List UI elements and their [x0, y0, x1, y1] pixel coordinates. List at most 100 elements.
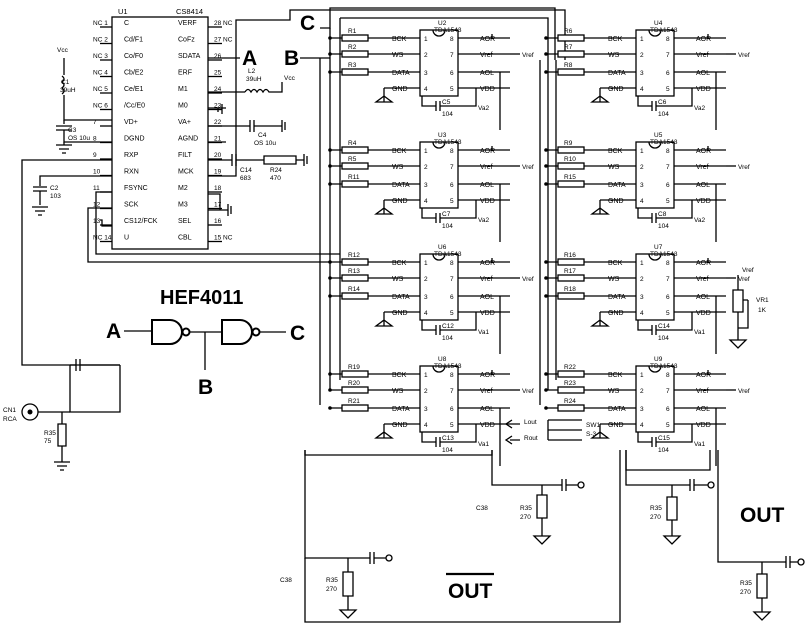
dac-pin-number: 8: [450, 36, 454, 43]
sw-label-r: Rout: [524, 435, 538, 442]
dac-ref: U9: [654, 356, 663, 363]
dac-pin-number: 7: [450, 388, 454, 395]
resistor-ref: R5: [348, 156, 357, 163]
dac-pin-number: 1: [640, 372, 644, 379]
dac-pin-name: DATA: [608, 182, 626, 189]
dac-pin-name: DATA: [392, 294, 410, 301]
ground-icon: [590, 200, 610, 215]
u1-pin-name: VD+: [124, 119, 138, 126]
label-b-gate: B: [198, 376, 213, 399]
u1-pin-number: NC 5: [93, 86, 108, 93]
dac-ref: U5: [654, 132, 663, 139]
vref-label: Vref: [522, 164, 534, 171]
dac-pin-name: Vref: [696, 276, 709, 283]
u1-pin-number: 21: [214, 136, 222, 143]
junction-dot: [328, 36, 332, 40]
dac-pin-number: 6: [666, 70, 670, 77]
resistor-ref: R18: [564, 286, 576, 293]
dac-input-resistor: [341, 370, 369, 378]
junction-dot: [328, 276, 332, 280]
u1-pin-number: 27 NC: [214, 37, 233, 44]
dac-pin-number: 6: [666, 182, 670, 189]
u1-pin-number: 7: [93, 119, 97, 126]
dac-pin-name: AOL: [696, 182, 710, 189]
u1-body: [111, 16, 209, 250]
dac-input-resistor: [557, 146, 585, 154]
supply-label: Va2: [694, 105, 705, 112]
dac-pin-number: 4: [424, 310, 428, 317]
supply-label: Va1: [694, 441, 705, 448]
u1-pin-number: 13: [93, 218, 101, 225]
dac-pin-number: 6: [666, 406, 670, 413]
dac-ref: U8: [438, 356, 447, 363]
dac-pin-number: 5: [450, 198, 454, 205]
label-c-gate: C: [290, 322, 305, 345]
dac-pin-number: 1: [640, 260, 644, 267]
u1-pin-number: 11: [93, 185, 100, 192]
r35b-value: 270: [326, 586, 337, 593]
c-network-3: [625, 450, 708, 491]
junction-dot: [544, 372, 548, 376]
cap-ref: C12: [442, 323, 454, 330]
dac-pin-name: DATA: [392, 182, 410, 189]
dac-pin-name: GND: [608, 198, 624, 205]
dac-input-resistor: [341, 274, 369, 282]
dac-pin-number: 1: [640, 148, 644, 155]
nand-bubble-1: [181, 327, 191, 337]
resistor-ref: R22: [564, 364, 576, 371]
out-terminal-3: [707, 481, 715, 489]
dac-pin-number: 1: [424, 36, 428, 43]
c2-ref: C2: [50, 185, 59, 192]
junction-dot: [544, 294, 548, 298]
dac-decoupling-cap: [637, 200, 693, 223]
resistor-ref: R15: [564, 174, 576, 181]
dac-body: [635, 253, 675, 321]
dac-pin-name: AOL: [480, 182, 494, 189]
dac-pin-name: AOL: [480, 294, 494, 301]
sw1-value: S-3: [586, 431, 597, 438]
sw1-ref: SW1: [586, 422, 600, 429]
ground-icon: [590, 312, 610, 327]
vref-label: Vref: [738, 388, 750, 395]
r35-network-4: [752, 562, 772, 621]
u1-pin-name: Cd/F1: [124, 37, 143, 44]
resistor-ref: R23: [564, 380, 576, 387]
dac-body: [419, 141, 459, 209]
dac-pin-name: BCK: [392, 148, 407, 155]
nand-gate-2: [221, 319, 253, 345]
dac-pin-number: 3: [424, 182, 428, 189]
dac-body: [635, 141, 675, 209]
c1-ref: C1: [61, 79, 70, 86]
r24-value: 470: [270, 175, 281, 182]
dac-pin-number: 6: [450, 70, 454, 77]
dac-pin-name: AOR: [480, 148, 495, 155]
out-bar-return: [304, 450, 621, 623]
dac-decoupling-cap: [637, 88, 693, 111]
dac-body: [635, 365, 675, 433]
cs12-wire: [100, 219, 112, 227]
cap-value: 104: [442, 447, 453, 454]
junction-dot: [328, 182, 332, 186]
u1-pin-number: 10: [93, 169, 101, 176]
dac-pin-name: AOL: [696, 70, 710, 77]
dac-pin-number: 6: [450, 182, 454, 189]
r35-network-1: [532, 485, 552, 545]
u1-pin-name: VERF: [178, 20, 197, 27]
supply-label: Va2: [478, 105, 489, 112]
resistor-ref: R7: [564, 44, 573, 51]
dac-pin-number: 6: [450, 406, 454, 413]
resistor-ref: R3: [348, 62, 357, 69]
sw-arrows: [504, 419, 520, 445]
junction-dot: [544, 52, 548, 56]
junction-dot: [328, 70, 332, 74]
label-out-bar: OUT: [448, 580, 493, 603]
dac-pin-name: BCK: [608, 372, 623, 379]
dac-pin-number: 3: [424, 406, 428, 413]
c38b-ref: C38: [280, 577, 292, 584]
dac-decoupling-cap: [637, 424, 693, 447]
c-network-4: [717, 450, 798, 568]
resistor-ref: R13: [348, 268, 360, 275]
dac-body: [419, 365, 459, 433]
